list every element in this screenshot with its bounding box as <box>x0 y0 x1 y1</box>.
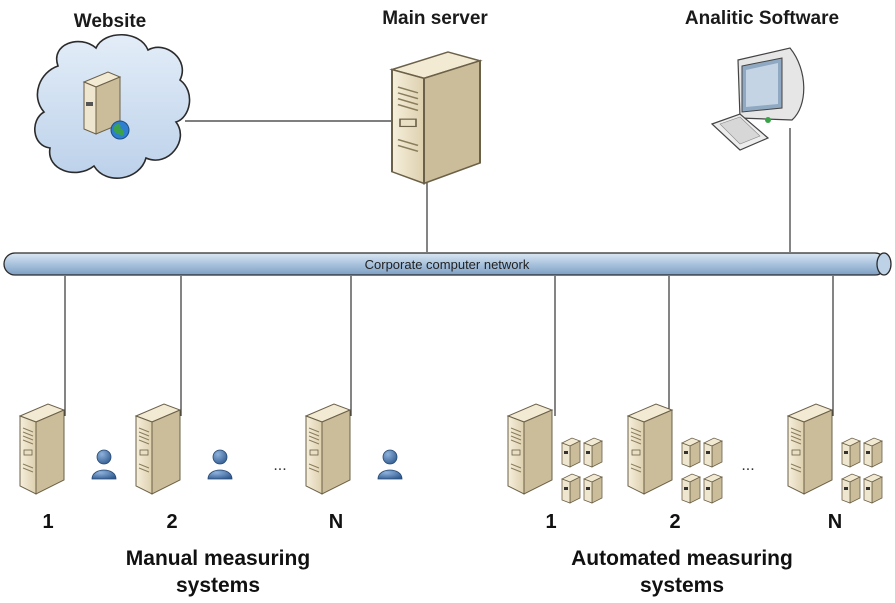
manual-caption-line2: systems <box>176 574 260 597</box>
main-server-icon <box>391 51 481 185</box>
automated-1-label: 1 <box>545 511 556 533</box>
manual-1-server-icon <box>19 403 65 495</box>
web-server-icon <box>82 71 130 140</box>
manual-ellipsis: ... <box>273 457 286 474</box>
manual-2-label: 2 <box>166 511 177 533</box>
manual-1-label: 1 <box>42 511 53 533</box>
manual-caption-line1: Manual measuring <box>126 547 310 570</box>
manual-2-server-icon <box>135 403 181 495</box>
workstation-icon <box>710 47 805 151</box>
automated-2-server-icon <box>627 403 673 495</box>
automated-caption-line2: systems <box>640 574 724 597</box>
automated-2-label: 2 <box>669 511 680 533</box>
website-title: Website <box>74 11 147 32</box>
manual-2-user-icon <box>207 449 233 480</box>
automated-1-server-icon <box>507 403 553 495</box>
manual-n-user-icon <box>377 449 403 480</box>
automated-2-cluster-icon <box>681 437 723 504</box>
automated-ellipsis: ... <box>741 457 754 474</box>
automated-n-cluster-icon <box>841 437 883 504</box>
manual-1-user-icon <box>91 449 117 480</box>
automated-n-label: N <box>828 511 842 533</box>
automated-n-server-icon <box>787 403 833 495</box>
automated-caption-line1: Automated measuring <box>571 547 793 570</box>
network-bus <box>3 252 892 276</box>
automated-1-cluster-icon <box>561 437 603 504</box>
analytic-software-title: Analitic Software <box>685 8 839 29</box>
network-label: Corporate computer network <box>365 257 530 272</box>
manual-n-server-icon <box>305 403 351 495</box>
main-server-title: Main server <box>382 8 488 29</box>
manual-n-label: N <box>329 511 343 533</box>
